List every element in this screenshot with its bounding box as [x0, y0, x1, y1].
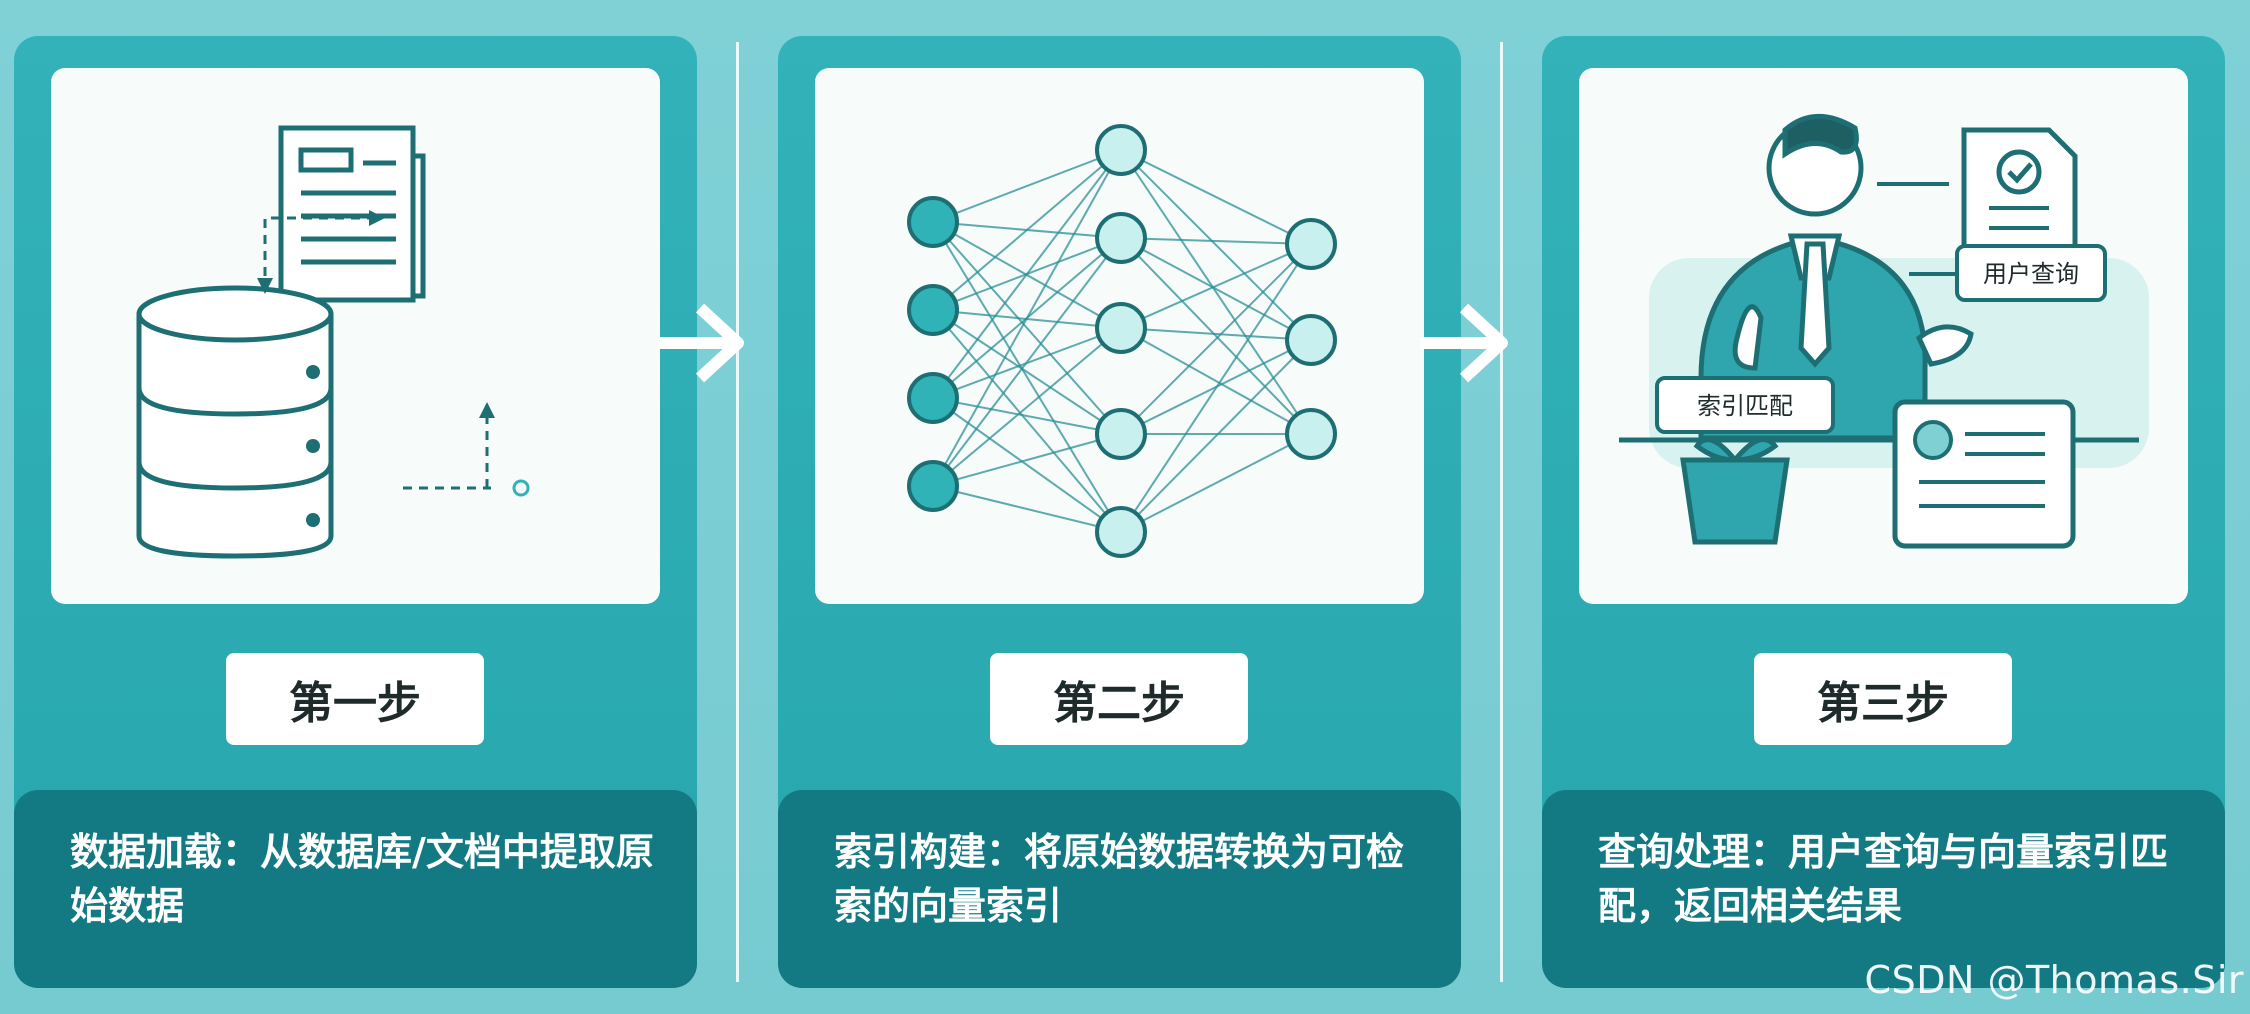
step-2-description-box: 索引构建：将原始数据转换为可检索的向量索引	[778, 790, 1461, 988]
step-3-description-box: 查询处理：用户查询与向量索引匹配，返回相关结果	[1542, 790, 2225, 988]
step-1-label: 第一步	[226, 653, 484, 745]
arrow-right-icon	[1420, 303, 1508, 383]
neural-network-illustration	[815, 68, 1424, 604]
step-panel-2: 第二步 索引构建：将原始数据转换为可检索的向量索引	[778, 36, 1461, 988]
user-query-tag-text: 用户查询	[1983, 260, 2079, 288]
step-3-label: 第三步	[1754, 653, 2012, 745]
network-node	[1095, 124, 1147, 176]
network-node	[1095, 408, 1147, 460]
database-documents-illustration	[51, 68, 660, 604]
step-3-description: 查询处理：用户查询与向量索引匹配，返回相关结果	[1598, 830, 2169, 928]
arrow-right-icon	[656, 303, 744, 383]
database-documents-icon	[136, 125, 530, 559]
step-panel-3: 用户查询 索引匹配 第三步 查询处理：用户查询与向量索引	[1542, 36, 2225, 988]
index-match-tag-text: 索引匹配	[1697, 392, 1793, 420]
network-node	[1095, 212, 1147, 264]
network-node	[1285, 218, 1337, 270]
user-query-illustration: 用户查询 索引匹配	[1579, 68, 2188, 604]
index-match-tag	[1655, 376, 1835, 434]
neural-network-icon	[907, 124, 1337, 558]
watermark: CSDN @Thomas.Sir	[1864, 958, 2244, 1002]
network-node	[1095, 506, 1147, 558]
divider-2	[1500, 42, 1503, 982]
step-2-label: 第二步	[990, 653, 1248, 745]
step-panel-1: 第一步 数据加载：从数据库/文档中提取原始数据	[14, 36, 697, 988]
step-1-description-box: 数据加载：从数据库/文档中提取原始数据	[14, 790, 697, 988]
network-node	[1095, 302, 1147, 354]
network-node	[1285, 408, 1337, 460]
user-query-icon: 用户查询 索引匹配	[1619, 114, 2149, 549]
network-node	[907, 460, 959, 512]
divider-1	[736, 42, 739, 982]
step-2-description: 索引构建：将原始数据转换为可检索的向量索引	[834, 830, 1405, 928]
network-node	[1285, 314, 1337, 366]
step-1-description: 数据加载：从数据库/文档中提取原始数据	[70, 830, 654, 928]
network-node	[907, 196, 959, 248]
user-query-tag	[1955, 244, 2107, 302]
network-node	[907, 372, 959, 424]
network-node	[907, 284, 959, 336]
